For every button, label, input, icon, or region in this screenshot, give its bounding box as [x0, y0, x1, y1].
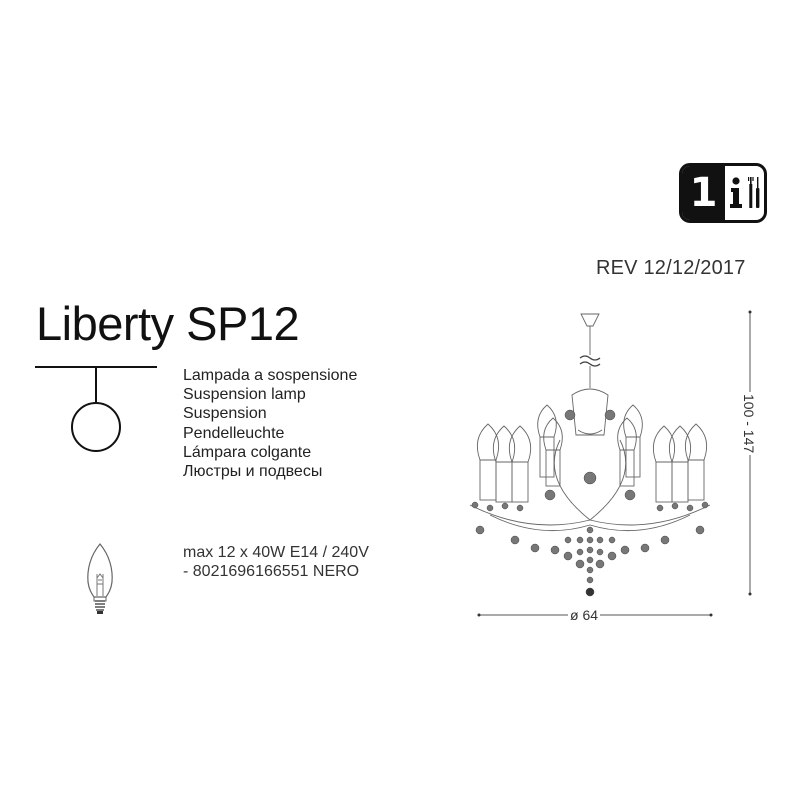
chandelier-drawing — [469, 313, 711, 597]
candle-bulb-icon — [87, 543, 113, 614]
package-badge: 1 — [679, 163, 767, 223]
lamp-type-it: Lampada a sospensione — [183, 367, 358, 384]
info-icon — [729, 177, 759, 208]
lamp-type-de: Pendelleuchte — [183, 424, 285, 442]
lamp-type-ru: Люстры и подвесы — [183, 463, 323, 481]
height-label: 100 - 147 — [741, 392, 757, 456]
screwdriver-icon — [747, 177, 759, 208]
pendant-lamp-icon — [35, 366, 157, 452]
lamp-type-en: Suspension lamp — [183, 386, 306, 404]
diameter-label: ø 64 — [568, 607, 601, 623]
package-count: 1 — [682, 166, 725, 220]
spec-block: max 12 x 40W E14 / 240V - 8021696166551 … — [183, 543, 369, 581]
lamp-type-fr: Suspension — [183, 405, 267, 423]
revision-date: REV 12/12/2017 — [596, 257, 746, 279]
power-spec: max 12 x 40W E14 / 240V — [183, 544, 369, 561]
product-code: - 8021696166551 NERO — [183, 563, 360, 581]
info-tools-area — [725, 166, 764, 220]
product-title: Liberty SP12 — [36, 297, 300, 350]
lamp-type-list: Lampada a sospensione Suspension lamp Su… — [183, 366, 357, 481]
lamp-type-es: Lámpara colgante — [183, 443, 312, 461]
